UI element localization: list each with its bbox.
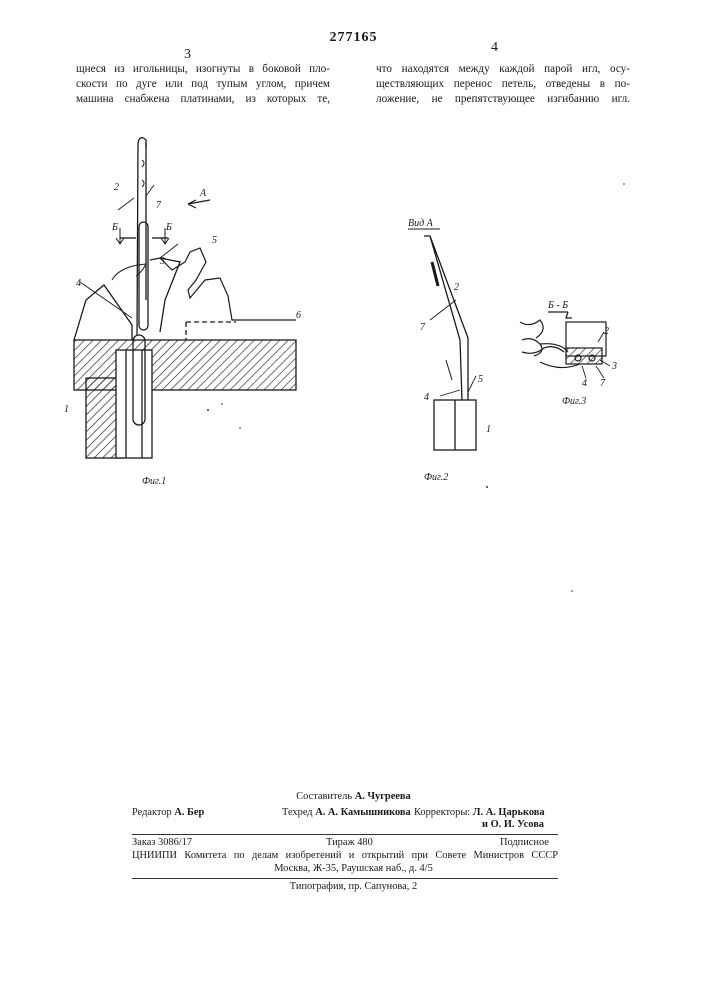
fig1-label: 4: [76, 278, 81, 289]
printer-line: Типография, пр. Сапунова, 2: [0, 880, 707, 893]
fig2-label: 2: [454, 282, 459, 293]
fig3-label: 2: [604, 326, 609, 337]
fig3-label: 4: [582, 378, 587, 389]
fig3-section-label: Б - Б: [547, 300, 568, 311]
techred-line: Техред А. А. Камышникова: [282, 806, 411, 819]
figure-3: [520, 312, 610, 378]
compiler-name: А. Чугреева: [355, 791, 411, 802]
corrector-2-line: и О. И. Усова: [482, 818, 544, 831]
divider: [132, 834, 558, 835]
fig1-label: 5: [212, 235, 217, 246]
figure-1: [74, 138, 296, 458]
editor-name: А. Бер: [174, 807, 204, 818]
fig2-caption: Фиг.2: [424, 472, 448, 483]
fig1-caption: Фиг.1: [142, 476, 166, 487]
fig2-label: 7: [420, 322, 426, 333]
corrector-name: Л. А. Царькова: [473, 807, 545, 818]
fig1-label: 3: [159, 256, 165, 267]
fig1-label: 2: [114, 182, 119, 193]
fig1-label: 7: [156, 200, 162, 211]
compiler-line: Составитель А. Чугреева: [0, 790, 707, 803]
fig2-label: 4: [424, 392, 429, 403]
fig2-label: 1: [486, 424, 491, 435]
fig1-arrow-label: A: [199, 188, 207, 199]
circulation: Тираж 480: [326, 836, 373, 849]
fig1-section-label: Б: [165, 222, 172, 233]
fig3-label: 7: [600, 378, 606, 389]
subscription: Подписное: [500, 836, 549, 849]
editor-line: Редактор А. Бер: [132, 806, 204, 819]
org-line-2: Москва, Ж-35, Раушская наб., д. 4/5: [0, 862, 707, 875]
divider: [132, 878, 558, 879]
fig2-view-label: Вид А: [408, 218, 434, 229]
figure-2: [408, 229, 476, 450]
fig1-label: 6: [296, 310, 301, 321]
fig1-label: 1: [64, 404, 69, 415]
fig3-caption: Фиг.3: [562, 396, 586, 407]
techred-name: А. А. Камышникова: [315, 807, 411, 818]
org-line-1: ЦНИИПИ Комитета по делам изобретений и о…: [132, 849, 558, 862]
fig3-label: 3: [611, 361, 617, 372]
order-number: Заказ 3086/17: [132, 836, 192, 849]
fig1-section-label: Б: [111, 222, 118, 233]
fig2-label: 5: [478, 374, 483, 385]
